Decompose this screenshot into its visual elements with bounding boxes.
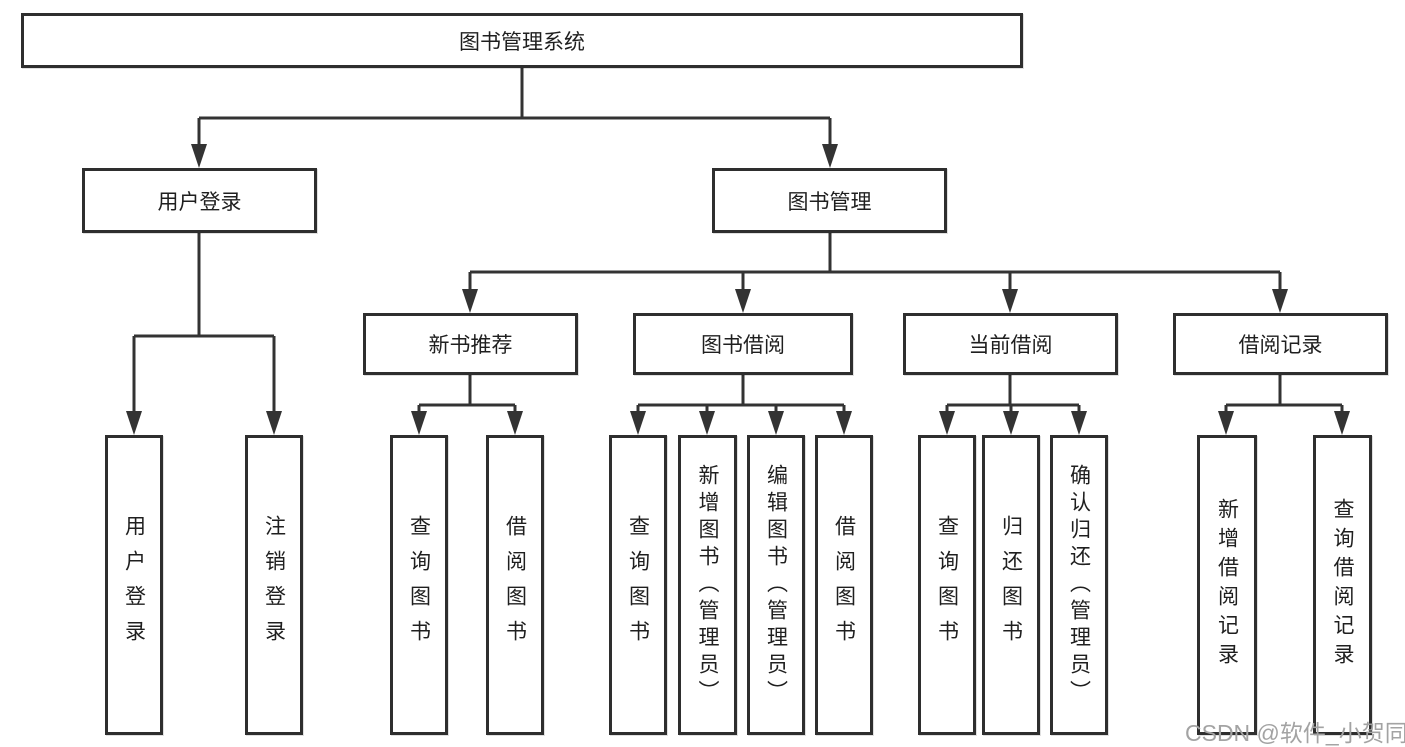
connector-root-to-level2 — [197, 68, 832, 146]
connector-current-borrow-leaves — [945, 375, 1081, 415]
node-current-borrow-label: 当前借阅 — [968, 334, 1053, 357]
node-leaf-logout: 注销登录 — [245, 435, 303, 735]
node-leaf-confirm-return-admin: 确认归还（管理员） — [1050, 435, 1108, 735]
leaf-label: 借阅图书 — [832, 515, 856, 655]
node-leaf-borrow-books-recommend: 借阅图书 — [486, 435, 544, 735]
connector-book-management-level3 — [468, 233, 1282, 291]
node-leaf-query-books-borrow: 查询图书 — [609, 435, 667, 735]
leaf-label: 查询图书 — [407, 515, 431, 655]
leaf-label: 编辑图书（管理员） — [764, 463, 788, 707]
leaf-label: 查询借阅记录 — [1331, 498, 1354, 672]
csdn-watermark: CSDN @软件_小贺同学 — [1185, 720, 1405, 746]
leaf-label: 查询图书 — [626, 515, 650, 655]
node-user-login-label: 用户登录 — [157, 190, 242, 214]
leaf-label: 借阅图书 — [503, 515, 527, 655]
node-leaf-query-books-current: 查询图书 — [918, 435, 976, 735]
node-current-borrow: 当前借阅 — [903, 313, 1118, 375]
connector-new-book-recommend-leaves — [417, 375, 517, 415]
connector-book-borrow-leaves — [636, 375, 846, 415]
leaf-label: 确认归还（管理员） — [1067, 463, 1091, 707]
node-book-management-label: 图书管理 — [787, 190, 872, 214]
connector-borrow-records-leaves — [1224, 375, 1344, 415]
node-leaf-add-borrow-record: 新增借阅记录 — [1197, 435, 1257, 735]
node-borrow-records: 借阅记录 — [1173, 313, 1388, 375]
node-leaf-return-books: 归还图书 — [982, 435, 1040, 735]
leaf-label: 新增图书（管理员） — [696, 463, 719, 707]
leaf-label: 查询图书 — [935, 515, 959, 655]
node-leaf-add-books-admin: 新增图书（管理员） — [678, 435, 737, 735]
leaf-label: 用户登录 — [122, 515, 146, 655]
leaf-label: 归还图书 — [999, 515, 1023, 655]
node-new-book-recommend: 新书推荐 — [363, 313, 578, 375]
node-root-label: 图书管理系统 — [459, 30, 585, 54]
node-root: 图书管理系统 — [21, 13, 1023, 68]
node-borrow-records-label: 借阅记录 — [1238, 334, 1323, 357]
leaf-label: 新增借阅记录 — [1215, 498, 1239, 672]
leaf-label: 注销登录 — [262, 515, 286, 655]
node-leaf-query-borrow-record: 查询借阅记录 — [1313, 435, 1372, 735]
node-book-management: 图书管理 — [712, 168, 947, 233]
node-leaf-edit-books-admin: 编辑图书（管理员） — [747, 435, 805, 735]
node-book-borrow-label: 图书借阅 — [701, 334, 785, 357]
node-new-book-recommend-label: 新书推荐 — [428, 334, 513, 357]
connector-user-login-leaves — [132, 233, 276, 415]
node-leaf-query-books-recommend: 查询图书 — [390, 435, 448, 735]
node-leaf-user-login: 用户登录 — [105, 435, 163, 735]
node-leaf-borrow-books: 借阅图书 — [815, 435, 873, 735]
node-book-borrow: 图书借阅 — [633, 313, 853, 375]
node-user-login: 用户登录 — [82, 168, 317, 233]
